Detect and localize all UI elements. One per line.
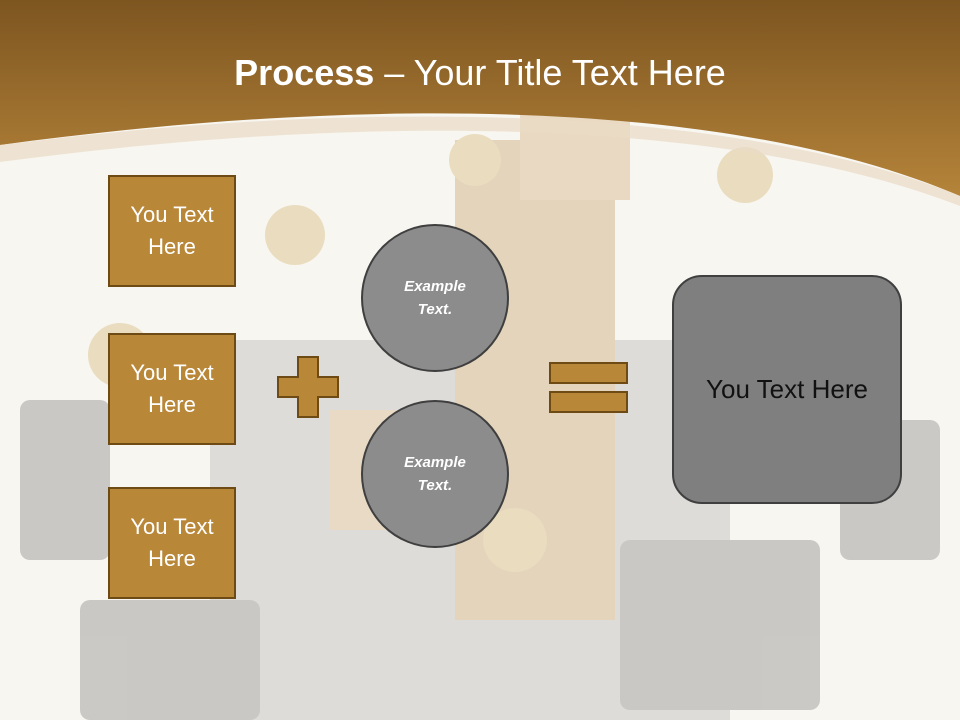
circle-2-line1: Example bbox=[404, 454, 466, 471]
title-bold: Process bbox=[234, 52, 375, 93]
header-curve-accent bbox=[0, 116, 960, 206]
circle-2-line2: Text. bbox=[417, 477, 453, 494]
title-rest: – Your Title Text Here bbox=[374, 52, 726, 93]
box-1-line2: Here bbox=[148, 234, 196, 259]
plus-icon bbox=[277, 356, 339, 418]
circle-1-line2: Text. bbox=[417, 301, 453, 318]
box-1-line1: You Text bbox=[130, 202, 214, 227]
equals-icon bbox=[549, 362, 628, 413]
result-text: You Text Here bbox=[706, 374, 868, 404]
box-3-line2: Here bbox=[148, 546, 196, 571]
box-3-line1: You Text bbox=[130, 514, 214, 539]
box-2-line1: You Text bbox=[130, 360, 214, 385]
box-2-line2: Here bbox=[148, 392, 196, 417]
result-box: You Text Here bbox=[672, 275, 902, 504]
header-band bbox=[0, 0, 960, 196]
slide-title: Process – Your Title Text Here bbox=[0, 52, 960, 94]
circle-1-line1: Example bbox=[404, 278, 466, 295]
